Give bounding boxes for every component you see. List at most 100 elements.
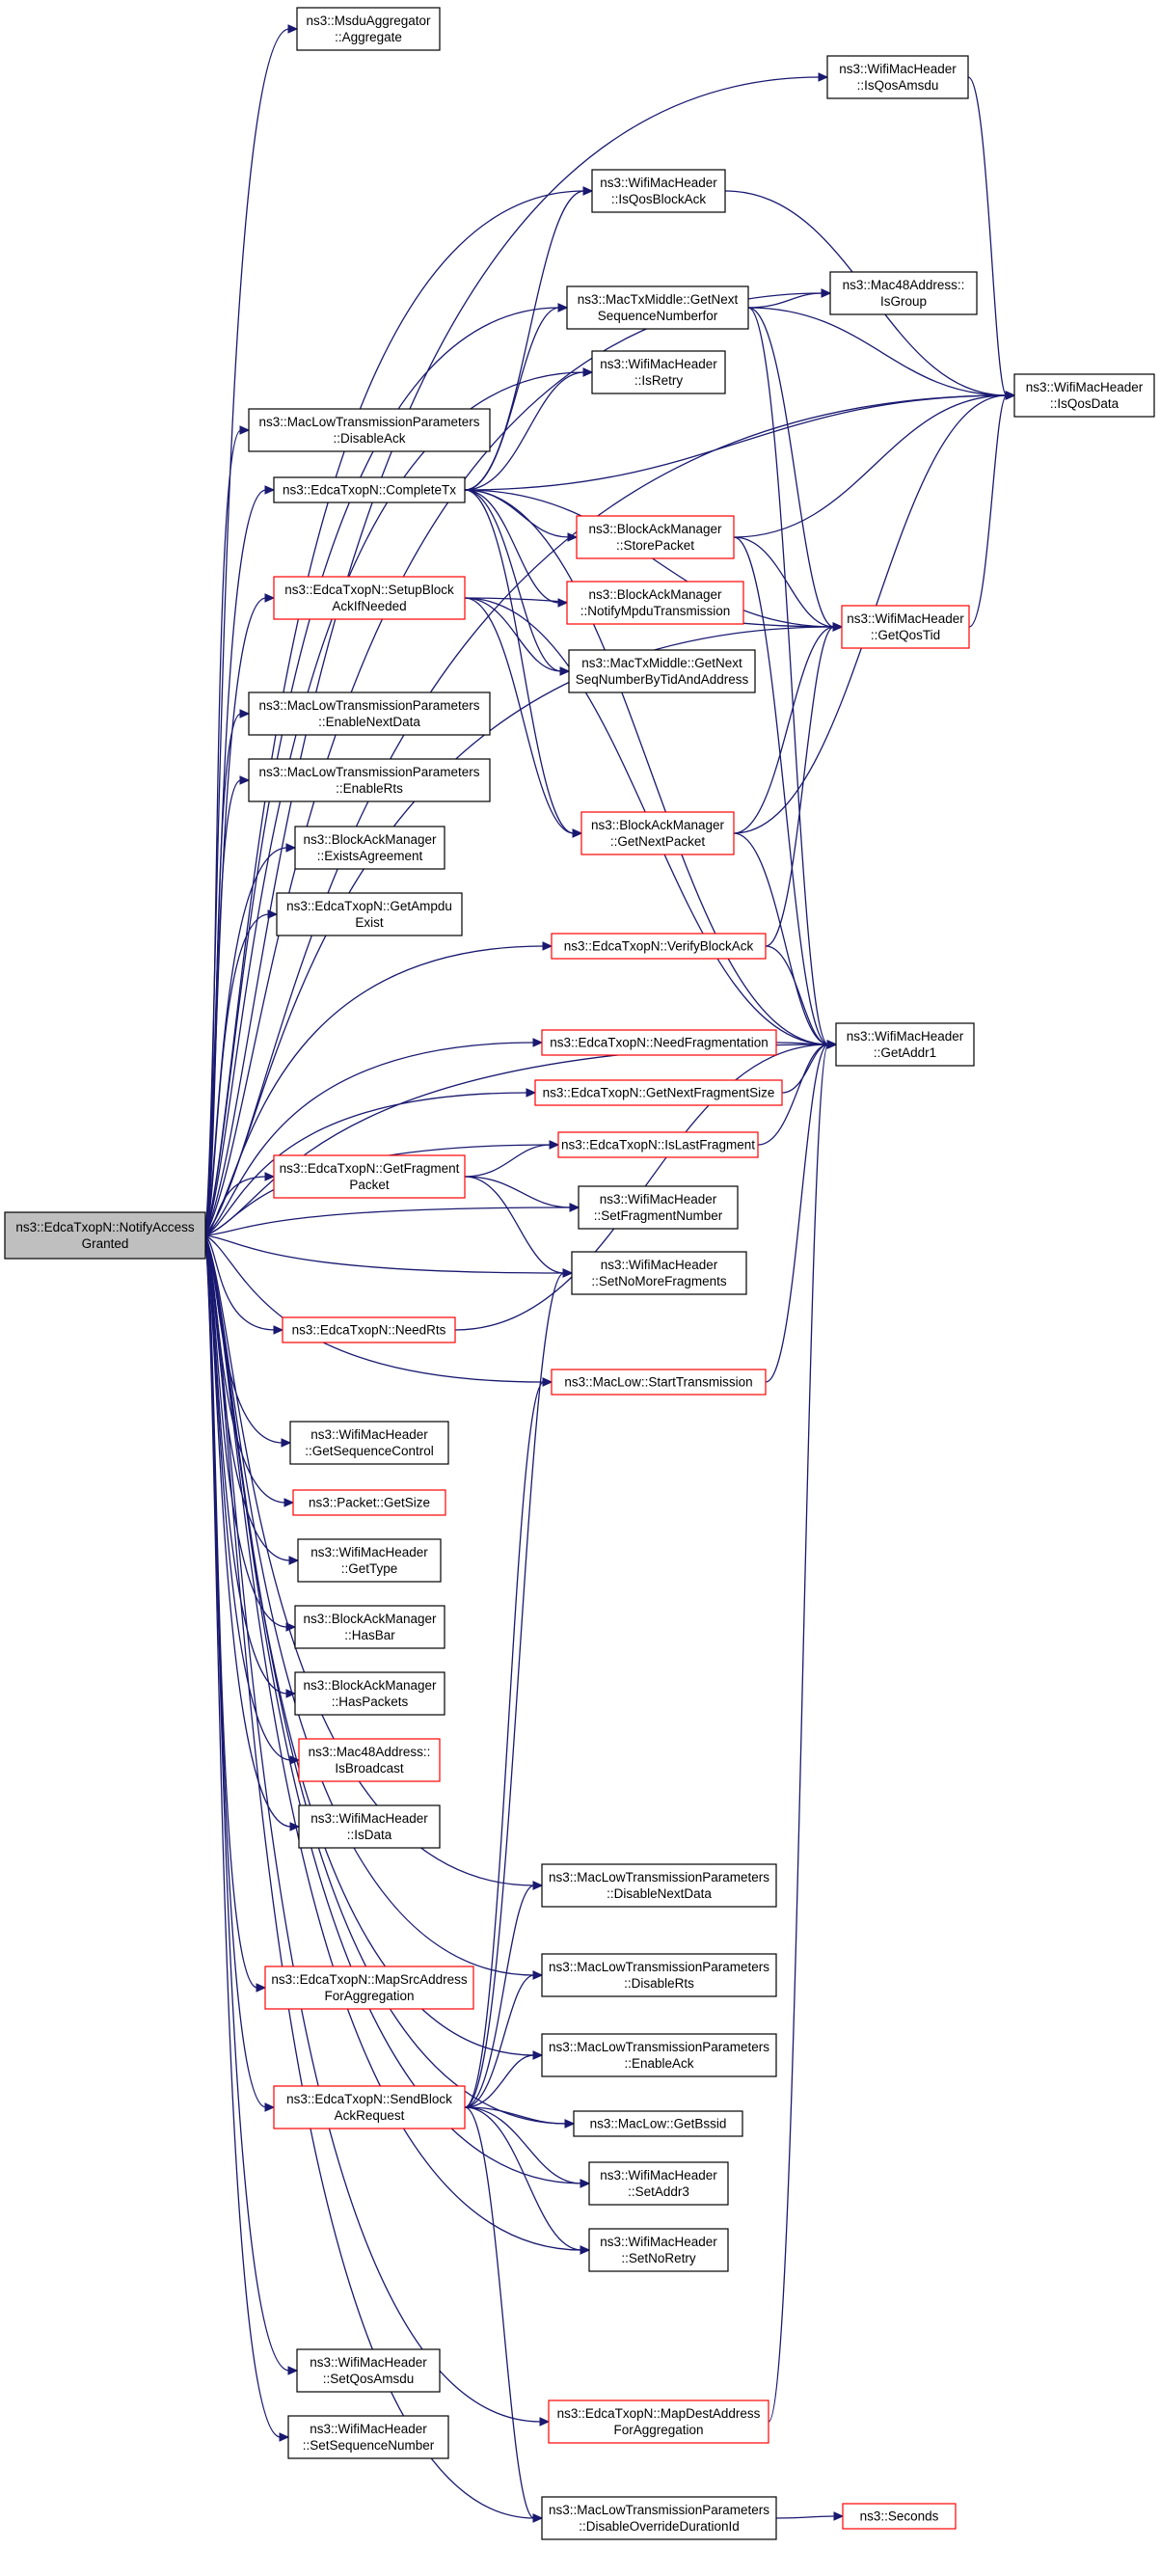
node-getbssid[interactable]: ns3::MacLow::GetBssid: [573, 2110, 743, 2137]
node-gettype[interactable]: ns3::WifiMacHeader::GetType: [297, 1538, 442, 1583]
node-verifyblockack[interactable]: ns3::EdcaTxopN::VerifyBlockAck: [551, 933, 767, 960]
node-setqosamsdu[interactable]: ns3::WifiMacHeader::SetQosAmsdu: [296, 2348, 441, 2393]
node-label-line: ns3::WifiMacHeader: [600, 357, 717, 371]
edge-line: [733, 626, 835, 834]
edge-line: [733, 832, 829, 1045]
node-seconds[interactable]: ns3::Seconds: [842, 2503, 957, 2530]
node-label-line: ns3::WifiMacHeader: [847, 611, 964, 626]
call-edge-getnextseq-to-isqosdata: [747, 307, 1016, 400]
call-edge-root-to-setfragnum: [204, 1203, 580, 1236]
node-label-line: ::GetAddr1: [874, 1045, 936, 1060]
node-label-line: ::IsQosData: [1050, 396, 1120, 411]
arrowhead-icon: [256, 1983, 267, 1993]
node-enablerts[interactable]: ns3::MacLowTransmissionParameters::Enabl…: [248, 758, 491, 802]
node-label-line: ::SetNoRetry: [621, 2251, 696, 2265]
node-disablenextdata[interactable]: ns3::MacLowTransmissionParameters::Disab…: [541, 1863, 777, 1908]
node-mapdest[interactable]: ns3::EdcaTxopN::MapDestAddressForAggrega…: [548, 2400, 769, 2444]
node-setnomorefrag[interactable]: ns3::WifiMacHeader::SetNoMoreFragments: [571, 1251, 747, 1295]
node-disablerts[interactable]: ns3::MacLowTransmissionParameters::Disab…: [541, 1953, 777, 1997]
node-box: [296, 7, 441, 51]
edge-line: [967, 76, 1008, 396]
node-box: [297, 1538, 442, 1583]
node-enableack[interactable]: ns3::MacLowTransmissionParameters::Enabl…: [541, 2033, 777, 2077]
node-mapsrc[interactable]: ns3::EdcaTxopN::MapSrcAddressForAggregat…: [264, 1966, 474, 2010]
node-msdu[interactable]: ns3::MsduAggregator::Aggregate: [296, 7, 441, 51]
edge-line: [464, 394, 1008, 491]
node-label-line: ::SetFragmentNumber: [594, 1208, 723, 1223]
edge-line: [464, 489, 575, 834]
node-getnextfragsize[interactable]: ns3::EdcaTxopN::GetNextFragmentSize: [534, 1079, 783, 1106]
node-setnoretry[interactable]: ns3::WifiMacHeader::SetNoRetry: [588, 2228, 729, 2272]
arrowhead-icon: [264, 2102, 276, 2112]
node-starttx[interactable]: ns3::MacLow::StartTransmission: [551, 1369, 767, 1396]
call-edge-getfragpacket-to-setfragnum: [464, 1176, 580, 1212]
node-needfrag[interactable]: ns3::EdcaTxopN::NeedFragmentation: [541, 1029, 777, 1056]
node-label-line: ::SetNoMoreFragments: [591, 1274, 727, 1288]
node-getseqctrl[interactable]: ns3::WifiMacHeader::GetSequenceControl: [289, 1421, 449, 1465]
call-edge-root-to-setseqnum: [204, 1234, 290, 2442]
node-label-line: ns3::EdcaTxopN::IsLastFragment: [561, 1138, 755, 1152]
edge-line: [464, 489, 560, 604]
node-setaddr3[interactable]: ns3::WifiMacHeader::SetAddr3: [588, 2161, 729, 2206]
node-isqosamsdu[interactable]: ns3::WifiMacHeader::IsQosAmsdu: [826, 55, 969, 99]
arrowhead-icon: [283, 1498, 295, 1507]
node-isqosblockack[interactable]: ns3::WifiMacHeader::IsQosBlockAck: [591, 169, 726, 213]
node-getnextpacket[interactable]: ns3::BlockAckManager::GetNextPacket: [580, 811, 735, 855]
edge-line: [204, 489, 267, 1236]
node-enablenextdata[interactable]: ns3::MacLowTransmissionParameters::Enabl…: [248, 691, 491, 736]
arrowhead-icon: [580, 2179, 591, 2188]
node-storepacket[interactable]: ns3::BlockAckManager::StorePacket: [576, 515, 735, 559]
node-disableoverride[interactable]: ns3::MacLowTransmissionParameters::Disab…: [541, 2496, 777, 2540]
call-edge-sendbar-to-setnoretry: [464, 2106, 591, 2255]
node-isretry[interactable]: ns3::WifiMacHeader::IsRetry: [591, 350, 726, 394]
edge-line: [757, 1044, 829, 1146]
node-getnextseq[interactable]: ns3::MacTxMiddle::GetNextSequenceNumberf…: [566, 285, 749, 330]
edge-line: [464, 597, 575, 834]
node-getqostid[interactable]: ns3::WifiMacHeader::GetQosTid: [841, 605, 970, 649]
node-box: [551, 1369, 767, 1396]
call-edge-getfragpacket-to-islastfrag: [464, 1140, 560, 1178]
node-label-line: AckIfNeeded: [332, 599, 406, 613]
node-getaddr1[interactable]: ns3::WifiMacHeader::GetAddr1: [835, 1022, 975, 1067]
node-getsize[interactable]: ns3::Packet::GetSize: [292, 1489, 446, 1516]
node-label-line: ns3::MacLowTransmissionParameters: [549, 2503, 769, 2517]
node-isgroup[interactable]: ns3::Mac48Address::IsGroup: [829, 271, 978, 315]
node-label-line: AckRequest: [335, 2108, 405, 2123]
node-label-line: ns3::MsduAggregator: [306, 14, 431, 28]
node-label-line: ::EnableAck: [624, 2056, 693, 2071]
edge-line: [204, 779, 242, 1236]
node-label-line: ns3::EdcaTxopN::GetNextFragmentSize: [543, 1086, 775, 1100]
arrowhead-icon: [239, 425, 251, 435]
node-haspackets[interactable]: ns3::BlockAckManager::HasPackets: [294, 1671, 445, 1716]
node-isdata[interactable]: ns3::WifiMacHeader::IsData: [298, 1804, 441, 1849]
node-disableack[interactable]: ns3::MacLowTransmissionParameters::Disab…: [248, 408, 491, 452]
node-setfragnum[interactable]: ns3::WifiMacHeader::SetFragmentNumber: [578, 1185, 739, 1230]
node-label-line: ns3::BlockAckManager: [303, 1612, 437, 1626]
node-setseqnum[interactable]: ns3::WifiMacHeader::SetSequenceNumber: [287, 2415, 449, 2459]
node-existsagreement[interactable]: ns3::BlockAckManager::ExistsAgreement: [294, 826, 445, 870]
edge-line: [464, 1144, 552, 1178]
node-label-line: ::GetQosTid: [871, 628, 940, 642]
node-hasbar[interactable]: ns3::BlockAckManager::HasBar: [294, 1605, 445, 1649]
node-islastfrag[interactable]: ns3::EdcaTxopN::IsLastFragment: [557, 1131, 759, 1158]
node-notifympdu[interactable]: ns3::BlockAckManager::NotifyMpduTransmis…: [566, 581, 744, 625]
edge-line: [204, 1234, 267, 2108]
node-box: [541, 1953, 777, 1997]
node-isbroadcast[interactable]: ns3::Mac48Address::IsBroadcast: [298, 1738, 441, 1782]
edge-line: [733, 536, 829, 1045]
node-label-line: ns3::WifiMacHeader: [839, 62, 957, 76]
node-needrts[interactable]: ns3::EdcaTxopN::NeedRts: [282, 1316, 456, 1343]
call-edge-completetx-to-getaddr1: [464, 489, 838, 1049]
node-completetx[interactable]: ns3::EdcaTxopN::CompleteTx: [273, 476, 466, 503]
node-label-line: ns3::Packet::GetSize: [309, 1496, 430, 1510]
node-getnextseqtid[interactable]: ns3::MacTxMiddle::GetNextSeqNumberByTidA…: [568, 649, 756, 693]
arrowhead-icon: [562, 1268, 574, 1278]
node-label-line: ns3::WifiMacHeader: [600, 2168, 717, 2183]
node-isqosdata[interactable]: ns3::WifiMacHeader::IsQosData: [1013, 373, 1155, 418]
